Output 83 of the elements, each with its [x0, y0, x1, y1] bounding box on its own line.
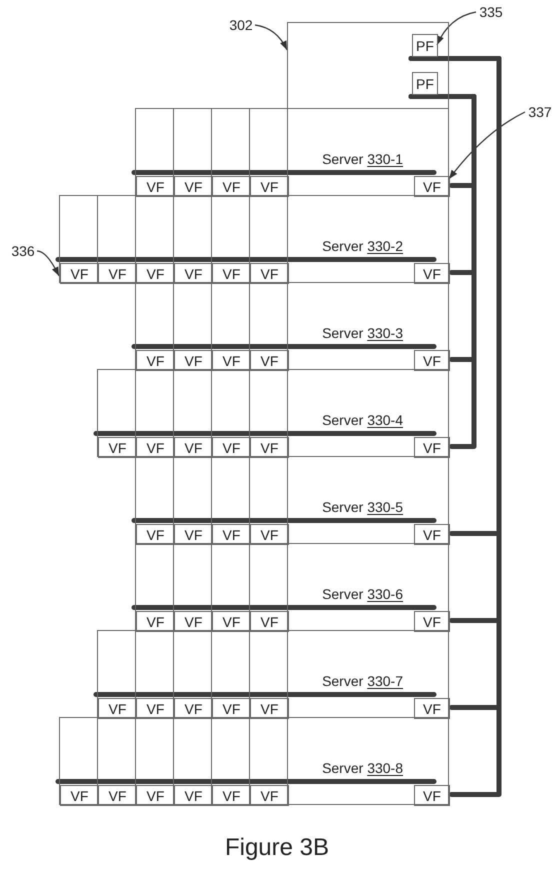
- function-box: VF: [250, 263, 289, 284]
- function-box: PF: [412, 34, 438, 57]
- function-box: VF: [98, 785, 137, 806]
- leader-arrow: [448, 111, 526, 180]
- reference-numeral: 302: [229, 17, 253, 33]
- reference-numeral: 335: [479, 4, 503, 20]
- function-box: VF: [414, 263, 450, 284]
- function-box: VF: [174, 698, 213, 719]
- server-label: Server 330-8: [322, 760, 403, 776]
- function-box: VF: [136, 698, 175, 719]
- function-box: VF: [212, 698, 251, 719]
- function-box: VF: [174, 263, 213, 284]
- device-box: [287, 22, 449, 109]
- bus-line: [94, 692, 436, 697]
- reference-numeral: 336: [11, 243, 35, 259]
- function-box: VF: [414, 611, 450, 632]
- server-box: [97, 630, 449, 718]
- function-box: VF: [414, 437, 450, 458]
- function-box: VF: [136, 785, 175, 806]
- server-box: [135, 108, 449, 196]
- server-label: Server 330-3: [322, 325, 403, 341]
- function-box: VF: [414, 176, 450, 197]
- function-box: VF: [212, 524, 251, 545]
- bus-line: [132, 518, 436, 523]
- function-box: VF: [136, 437, 175, 458]
- server-box: [135, 456, 449, 544]
- function-box: VF: [250, 698, 289, 719]
- function-box: VF: [414, 698, 450, 719]
- function-box: VF: [60, 263, 99, 284]
- function-box: VF: [212, 611, 251, 632]
- function-box: VF: [250, 350, 289, 371]
- function-box: VF: [136, 263, 175, 284]
- function-box: PF: [412, 72, 438, 95]
- function-box: VF: [136, 176, 175, 197]
- leader-arrow: [436, 11, 476, 46]
- leader-arrow: [36, 250, 60, 276]
- server-label: Server 330-6: [322, 586, 403, 602]
- function-box: VF: [136, 350, 175, 371]
- function-box: VF: [212, 437, 251, 458]
- function-box: VF: [174, 176, 213, 197]
- server-box: [135, 543, 449, 631]
- function-box: VF: [174, 437, 213, 458]
- function-box: VF: [98, 263, 137, 284]
- function-box: VF: [60, 785, 99, 806]
- function-box: VF: [174, 524, 213, 545]
- server-box: [135, 282, 449, 370]
- bus-line: [56, 779, 436, 784]
- function-box: VF: [414, 785, 450, 806]
- server-box: [59, 717, 449, 805]
- reference-numeral: 337: [528, 104, 552, 120]
- function-box: VF: [250, 785, 289, 806]
- bus-line: [132, 344, 436, 349]
- function-box: VF: [250, 611, 289, 632]
- function-box: VF: [212, 350, 251, 371]
- bus-line: [408, 94, 476, 449]
- bus-line: [56, 257, 436, 262]
- function-box: VF: [212, 785, 251, 806]
- bus-line: [94, 431, 436, 436]
- function-box: VF: [212, 176, 251, 197]
- function-box: VF: [136, 611, 175, 632]
- function-box: VF: [98, 698, 137, 719]
- function-box: VF: [174, 350, 213, 371]
- function-box: VF: [250, 176, 289, 197]
- function-box: VF: [212, 263, 251, 284]
- server-label: Server 330-7: [322, 673, 403, 689]
- bus-line: [132, 605, 436, 610]
- bus-line: [132, 170, 436, 175]
- server-label: Server 330-5: [322, 499, 403, 515]
- function-box: VF: [174, 785, 213, 806]
- function-box: VF: [250, 524, 289, 545]
- server-label: Server 330-1: [322, 151, 403, 167]
- server-box: [97, 369, 449, 457]
- leader-arrow: [254, 24, 288, 50]
- function-box: VF: [136, 524, 175, 545]
- server-box: [59, 195, 449, 283]
- function-box: VF: [250, 437, 289, 458]
- function-box: VF: [414, 524, 450, 545]
- function-box: VF: [414, 350, 450, 371]
- function-box: VF: [174, 611, 213, 632]
- server-label: Server 330-2: [322, 238, 403, 254]
- figure-caption: Figure 3B: [224, 834, 330, 862]
- server-label: Server 330-4: [322, 412, 403, 428]
- function-box: VF: [98, 437, 137, 458]
